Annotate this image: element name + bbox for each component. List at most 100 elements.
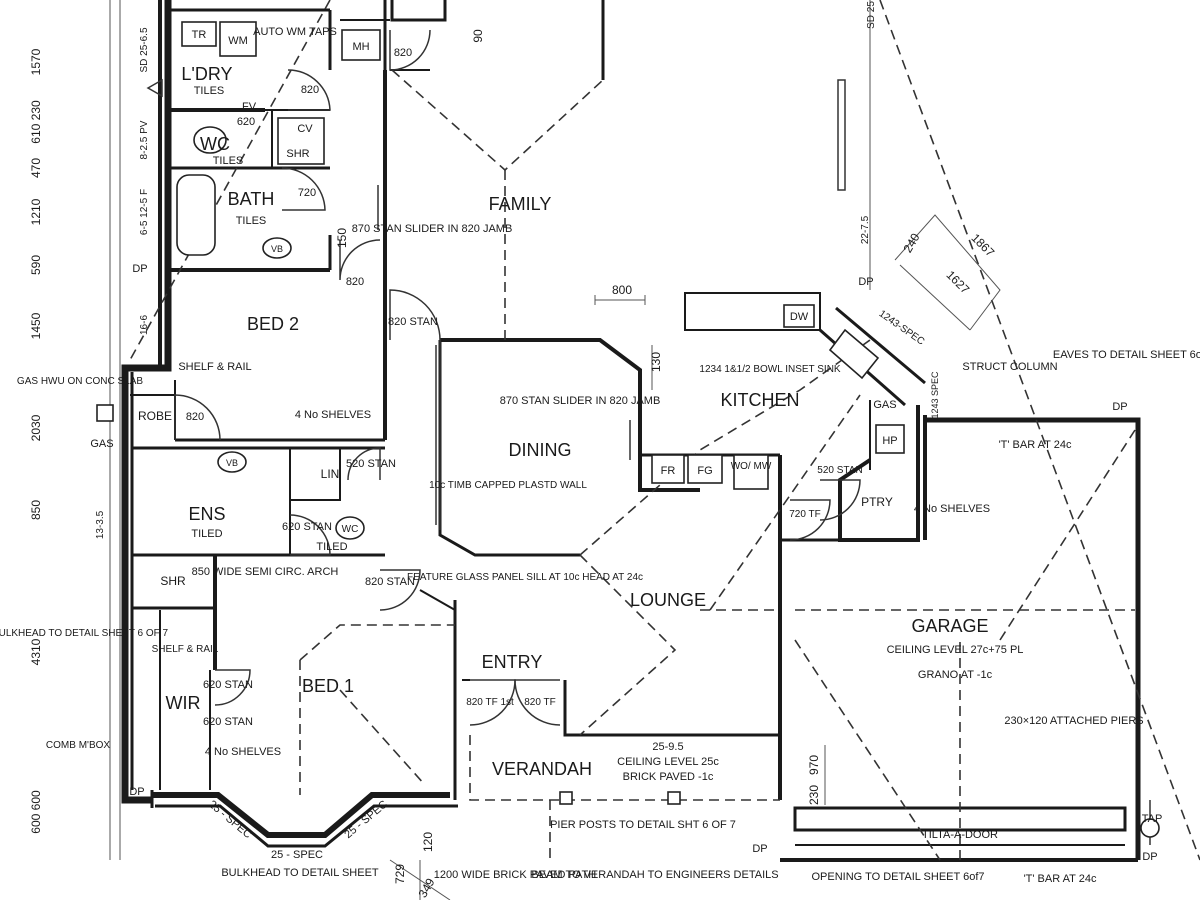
note-shelf-rail-wir: SHELF & RAIL [152, 644, 219, 655]
door-label-garage: 720 TF [789, 509, 821, 520]
dim-left-3: 1210 [29, 198, 43, 225]
door-label-ptry: 520 STAN [817, 465, 862, 476]
label-vb-ens: VB [226, 458, 238, 468]
trough-fixture [181, 21, 217, 47]
level-left-4: 13-3.5 [95, 510, 106, 539]
room-label-family: FAMILY [489, 194, 552, 214]
dim-top-right: SD 25 [866, 1, 877, 29]
dim-window-800: 800 [612, 283, 632, 297]
door-swing-bed1 [379, 569, 421, 611]
door-label-bed2-top: 820 [346, 276, 364, 288]
room-label-laundry: L'DRY [181, 64, 232, 84]
door-swing-wir [214, 669, 251, 706]
label-dp-kitchen: DP [858, 276, 873, 288]
label-hp: HP [882, 435, 897, 447]
door-swing-ldry [287, 69, 331, 111]
fixtures [96, 21, 1160, 838]
note-pier-posts: PIER POSTS TO DETAIL SHT 6 OF 7 [550, 819, 736, 831]
door-swing-ptry [819, 479, 861, 521]
label-fr: FR [661, 465, 676, 477]
label-mh: MH [352, 41, 369, 53]
door-label-entry-right: 820 TF [524, 697, 556, 708]
note-timb-capped: 10c TIMB CAPPED PLASTD WALL [429, 480, 587, 491]
note-comb-mbox: COMB M'BOX [46, 740, 110, 751]
door-swing-entry-right [514, 679, 561, 726]
bath-tub-fixture [176, 174, 216, 256]
shower-fixture [277, 117, 325, 165]
note-grano: GRANO AT -1c [918, 669, 993, 681]
note-eaves: EAVES TO DETAIL SHEET 6of7 [1053, 349, 1200, 361]
dim-garage-230: 230 [807, 785, 821, 805]
label-tap: TAP [1142, 813, 1163, 825]
door-label-bed1: 820 STAN [365, 576, 415, 588]
room-label-bed2: BED 2 [247, 314, 299, 334]
level-left-2: 6-5 12-5 F [139, 189, 150, 235]
note-verandah-level: 25-9.5 [652, 741, 683, 753]
dim-left-4: 590 [29, 255, 43, 275]
door-swing-ens [289, 514, 331, 556]
dim-left-1: 610 230 [29, 100, 43, 144]
dim-left-7: 850 [29, 500, 43, 520]
note-tiles-wc: TILES [213, 155, 244, 167]
room-label-garage: GARAGE [911, 616, 988, 636]
room-label-shr: SHR [160, 574, 186, 588]
ens-vanity-basin-fixture [217, 451, 247, 473]
room-label-wir: WIR [166, 693, 201, 713]
label-dp-verandah: DP [752, 843, 767, 855]
door-swing-garage [789, 499, 831, 541]
door-swings [174, 29, 861, 726]
dim-150: 150 [335, 228, 349, 248]
plan-notes: AUTO WM TAPS TILES TILES TILES TILED TIL… [0, 26, 1200, 885]
door-label-robe: 820 [186, 411, 204, 423]
label-dp-bed1: DP [129, 786, 144, 798]
note-bulkhead-bottom: BULKHEAD TO DETAIL SHEET [221, 867, 379, 879]
door-label-ldry: 820 [301, 84, 319, 96]
note-auto-wm-taps: AUTO WM TAPS [253, 26, 337, 38]
label-wo-mw: WO/ MW [731, 461, 772, 472]
room-label-robe: ROBE [138, 409, 172, 423]
label-dp-garage-top: DP [1112, 401, 1127, 413]
room-label-bath: BATH [228, 189, 275, 209]
label-gas-kitchen: GAS [873, 399, 896, 411]
note-attached-piers: 230×120 ATTACHED PIERS [1004, 715, 1143, 727]
gas-hwu-fixture [96, 404, 114, 422]
note-feature-glass: FEATURE GLASS PANEL SILL AT 10c HEAD AT … [407, 572, 643, 583]
room-label-wc: WC [200, 134, 230, 154]
label-shr: SHR [286, 148, 309, 160]
note-tiled-ens: TILED [191, 528, 222, 540]
note-spec-1243-b: 1243 SPEC [930, 371, 940, 419]
note-tiles-bath: TILES [236, 215, 267, 227]
room-label-ptry: PTRY [861, 495, 893, 509]
label-dw: DW [790, 311, 809, 323]
note-tiled-wc: TILED [316, 541, 347, 553]
door-swing-bath [281, 167, 326, 211]
note-ceiling-garage: CEILING LEVEL 27c+75 PL [887, 644, 1024, 656]
label-fv: FV [242, 101, 257, 113]
level-left-1: 8-2.5 PV [139, 120, 150, 159]
dim-diag-1627: 1627 [943, 268, 972, 297]
door-swing-bed2-top [339, 239, 381, 281]
note-shelves-ptry: 4 No SHELVES [914, 503, 990, 515]
room-label-lin: LIN [321, 467, 340, 481]
note-t-bar-top: 'T' BAR AT 24c [999, 439, 1072, 451]
dim-bottom-0: 729 [393, 864, 407, 884]
note-bulkhead-left: BULKHEAD TO DETAIL SHEET 6 OF 7 [0, 628, 169, 639]
note-semi-circ-arch: 850 WIDE SEMI CIRC. ARCH [192, 566, 339, 578]
walls [121, 0, 1141, 862]
note-verandah-ceiling: CEILING LEVEL 25c [617, 756, 719, 768]
washing-machine-fixture [219, 21, 257, 57]
note-slider-family: 870 STAN SLIDER IN 820 JAMB [352, 223, 513, 235]
dim-angle-240: 240 [900, 231, 922, 256]
dim-90: 90 [471, 29, 485, 43]
roof-hip-lines [129, 0, 1200, 861]
note-spec-25-right: 25 - SPEC [342, 798, 390, 841]
freezer-fixture [687, 454, 723, 484]
label-wc-ens: WC [342, 524, 359, 535]
note-tiles-ldry: TILES [194, 85, 225, 97]
pier-post-right [667, 791, 681, 805]
door-labels: 820 820 620 720 820 820 STAN 820 520 STA… [186, 47, 863, 728]
note-gas-hwu: GAS HWU ON CONC SLAB [17, 376, 143, 387]
door-swing-bed2 [389, 289, 441, 341]
dishwasher-fixture [783, 304, 815, 328]
